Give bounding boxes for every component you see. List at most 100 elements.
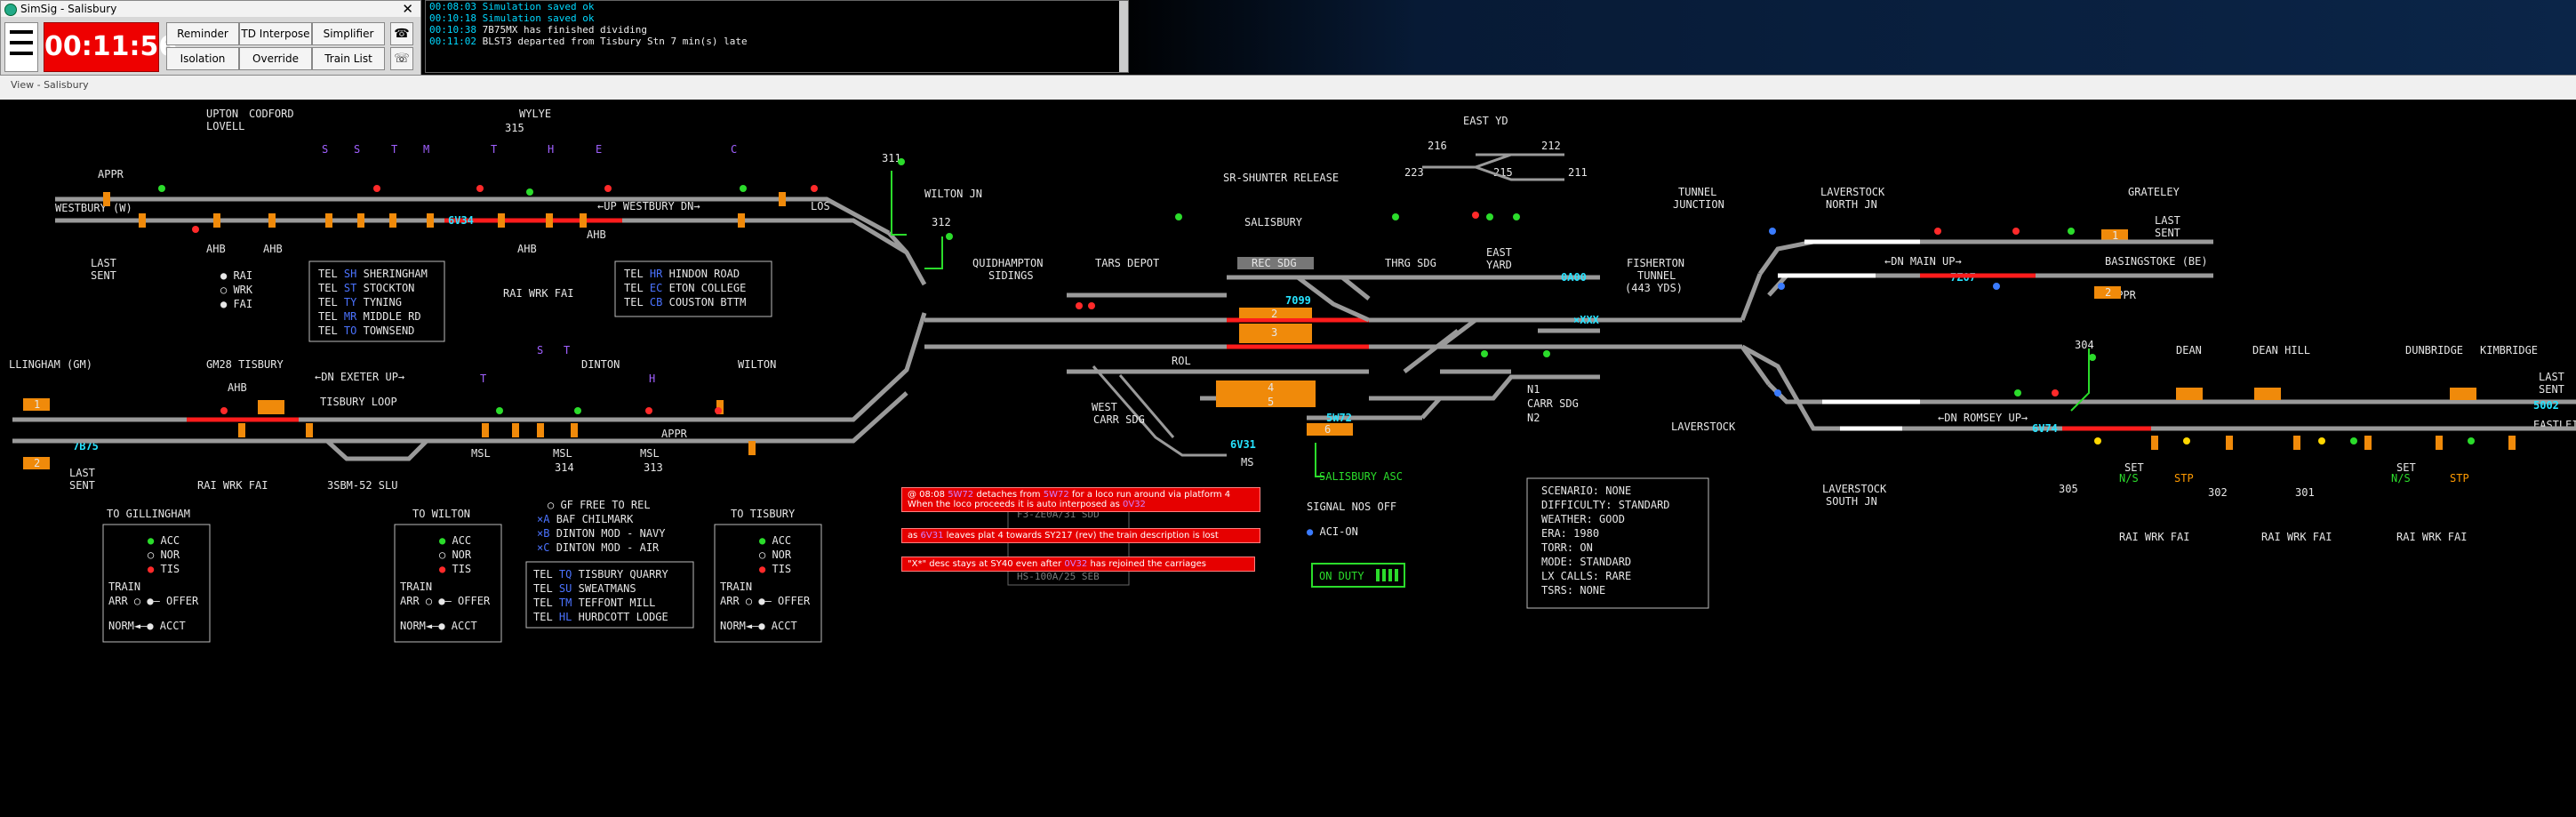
signal-id: S — [354, 143, 360, 156]
tel-line: TEL HR HINDON ROAD — [624, 268, 740, 280]
status-rai: ● RAI — [220, 269, 252, 282]
label-last-2: LAST — [69, 467, 95, 479]
tel-line: TEL CB COUSTON BTTM — [624, 296, 746, 308]
gf-row: ×C DINTON MOD - AIR — [537, 541, 660, 554]
tel-line: TEL SU SWEATMANS — [533, 582, 636, 595]
block-panel-tisbury — [714, 524, 822, 643]
label-south-jn: SOUTH JN — [1826, 495, 1877, 508]
label-ahb-ex: AHB — [228, 381, 247, 394]
norm-acct-switch[interactable]: NORM◄—● ACCT — [720, 620, 797, 632]
label-tisbury-loop: TISBURY LOOP — [320, 396, 397, 408]
gf-free-title: ○ GF FREE TO REL — [548, 499, 651, 511]
log-scrollbar[interactable] — [1119, 1, 1128, 72]
signal-appr: APPR — [661, 428, 688, 440]
telephone-icon[interactable]: ☎ — [390, 22, 413, 45]
on-duty-indicator[interactable] — [1311, 563, 1405, 588]
signalling-diagram[interactable]: UPTON LOVELL CODFORD WYLYE 315 APPR WEST… — [0, 100, 2576, 651]
acc-label: ● ACC — [759, 534, 791, 547]
hamburger-menu-icon[interactable] — [4, 22, 38, 72]
nor-label: ○ NOR — [148, 549, 180, 561]
signal-id: H — [649, 372, 655, 385]
signal-216: 216 — [1428, 140, 1447, 152]
note-detach: @ 08:08 5W72 detaches from 5W72 for a lo… — [901, 487, 1260, 512]
norm-acct-switch[interactable]: NORM◄—● ACCT — [400, 620, 477, 632]
berth-1-east: 1 — [2112, 229, 2118, 242]
label-dean: DEAN — [2176, 344, 2202, 356]
telephone-list-icon[interactable]: ☏ — [390, 47, 413, 70]
tel-line: TEL ST STOCKTON — [318, 282, 414, 294]
berth-5w72[interactable]: 5W72 — [1326, 412, 1352, 424]
berth-6v31[interactable]: 6V31 — [1230, 438, 1256, 451]
override-button[interactable]: Override — [239, 47, 312, 70]
control-title-bar[interactable]: SimSig - Salisbury ✕ — [1, 1, 420, 17]
tel-box-3 — [525, 561, 694, 629]
berth-5002[interactable]: 5002 — [2533, 399, 2559, 412]
label-tunnel: TUNNEL — [1637, 269, 1676, 282]
isolation-button[interactable]: Isolation — [166, 47, 239, 70]
label-sent-3: SENT — [2155, 227, 2180, 239]
simplifier-button[interactable]: Simplifier — [312, 22, 385, 45]
label-ns: N/S — [2119, 472, 2139, 485]
platform-5: 5 — [1268, 396, 1274, 408]
tel-box-2 — [614, 260, 772, 317]
signal-314: 314 — [555, 461, 574, 474]
sim-clock[interactable]: 00:11:56 — [44, 22, 177, 72]
message-log[interactable]: 00:08:03 Simulation saved ok 00:10:18 Si… — [425, 0, 1129, 73]
label-sidings: SIDINGS — [988, 269, 1034, 282]
label-ahb: AHB — [263, 243, 283, 255]
label-fisherton: FISHERTON — [1627, 257, 1684, 269]
platform-2: 2 — [1271, 308, 1277, 320]
signal-dots[interactable] — [158, 158, 2475, 445]
label-salisbury: SALISBURY — [1244, 216, 1303, 228]
signal-223: 223 — [1404, 166, 1424, 179]
td-interpose-button[interactable]: TD Interpose — [239, 22, 312, 45]
label-wilton-jn: WILTON JN — [924, 188, 982, 200]
label-east-yd: EAST YD — [1463, 115, 1508, 127]
arr-label: ARR ○ ●— OFFER — [400, 595, 491, 607]
berth-6v74[interactable]: 6V74 — [2032, 422, 2058, 435]
signal-302: 302 — [2208, 486, 2228, 499]
label-quidhampton: QUIDHAMPTON — [972, 257, 1043, 269]
berth-0a00[interactable]: 0A00 — [1561, 271, 1587, 284]
signal-301: 301 — [2295, 486, 2315, 499]
label-stp-2: STP — [2450, 472, 2469, 485]
scenario-row: WEATHER: GOOD — [1541, 513, 1625, 525]
label-up-westbury-dn: ←UP WESTBURY DN→ — [597, 200, 700, 212]
scenario-row: DIFFICULTY: STANDARD — [1541, 499, 1670, 511]
train-list-button[interactable]: Train List — [312, 47, 385, 70]
arr-label: ARR ○ ●— OFFER — [108, 595, 199, 607]
label-tunnel-jn: TUNNEL — [1678, 186, 1716, 198]
signal-id: M — [423, 143, 429, 156]
label-to-gillingham: TO GILLINGHAM — [107, 508, 190, 520]
rai-wrk-fai-5: RAI WRK FAI — [2396, 531, 2467, 543]
berth-1: 1 — [34, 398, 40, 411]
close-icon[interactable]: ✕ — [402, 1, 413, 17]
rai-wrk-fai-3: RAI WRK FAI — [2119, 531, 2189, 543]
berth-6v34[interactable]: 6V34 — [448, 214, 474, 227]
norm-acct-switch[interactable]: NORM◄—● ACCT — [108, 620, 186, 632]
scenario-row: SCENARIO: NONE — [1541, 485, 1631, 497]
rai-wrk-fai-2: RAI WRK FAI — [197, 479, 268, 492]
berth-xxxx[interactable]: ×XXX — [1573, 314, 1600, 326]
signal-304: 304 — [2075, 339, 2094, 351]
berth-7099[interactable]: 7099 — [1285, 294, 1311, 307]
signal-n2: N2 — [1527, 412, 1540, 424]
label-stp: STP — [2174, 472, 2194, 485]
label-kimbridge: KIMBRIDGE — [2480, 344, 2538, 356]
label-signal-nos-off[interactable]: SIGNAL NOS OFF — [1307, 501, 1396, 513]
label-gillingham: LLINGHAM (GM) — [9, 358, 92, 371]
label-last-4: LAST — [2539, 371, 2564, 383]
label-laverstock-n: LAVERSTOCK — [1820, 186, 1885, 198]
tel-line: TEL SH SHERINGHAM — [318, 268, 428, 280]
tel-line: TEL MR MIDDLE RD — [318, 310, 421, 323]
aci-on-toggle[interactable]: ● ACI-ON — [1307, 525, 1358, 538]
log-line: 00:11:02 BLST3 departed from Tisbury Stn… — [429, 36, 748, 47]
tis-label: ● TIS — [148, 563, 180, 575]
signal-id: S — [322, 143, 328, 156]
view-title-bar[interactable]: View - Salisbury — [0, 75, 2576, 100]
scenario-row: LX CALLS: RARE — [1541, 570, 1631, 582]
label-carr-sdg-w: CARR SDG — [1093, 413, 1145, 426]
label-carr-sdg: CARR SDG — [1527, 397, 1579, 410]
label-dn-romsey-up: ←DN ROMSEY UP→ — [1938, 412, 2028, 424]
reminder-button[interactable]: Reminder — [166, 22, 239, 45]
